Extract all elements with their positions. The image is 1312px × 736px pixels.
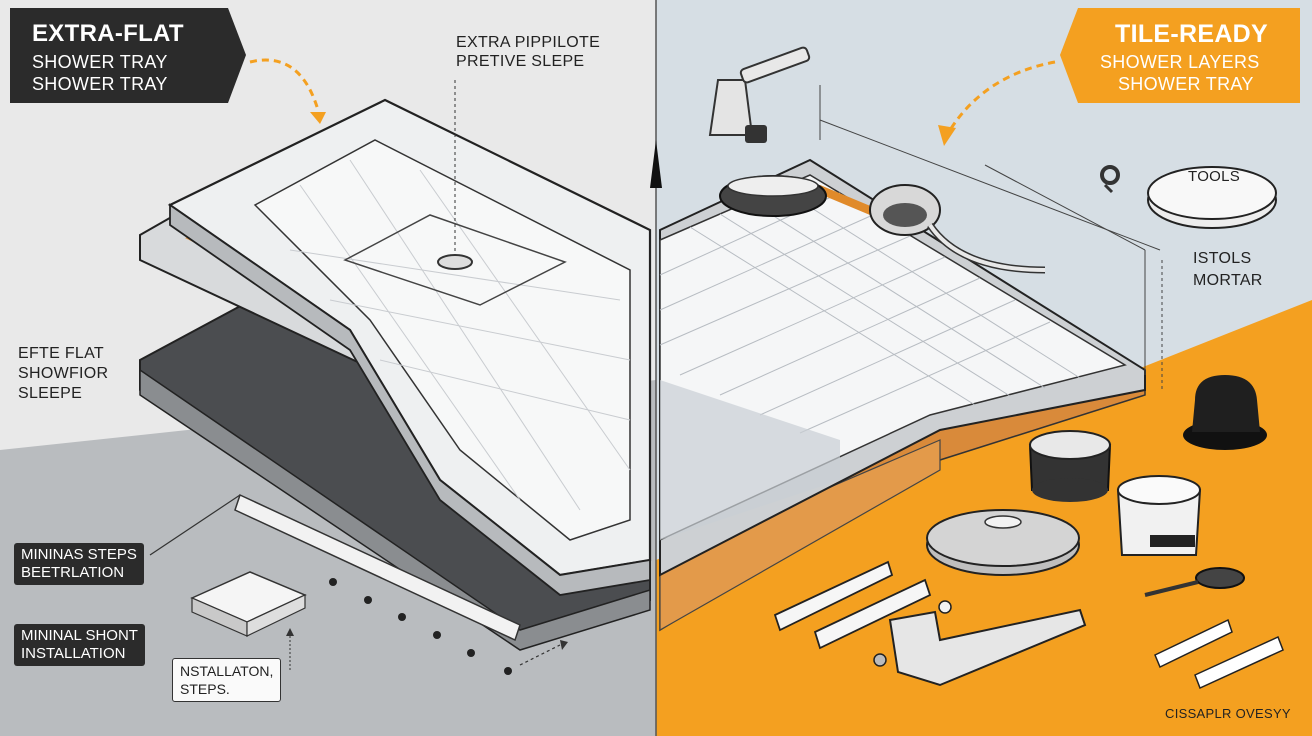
round-lid-icon [926, 509, 1080, 576]
right-curved-arrow-icon [948, 60, 1056, 131]
small-screw-icon [938, 600, 952, 614]
adhesive-tub-icon [1116, 475, 1202, 556]
left-title-line2: SHOWER TRAY [32, 52, 168, 72]
install-step-strip [149, 493, 568, 675]
hose-tool-icon [869, 184, 1046, 274]
extra-flat-tray [139, 80, 652, 651]
drain-zone [343, 214, 567, 306]
metal-bracket-icon [873, 608, 1087, 687]
left-side-label-line1: EFTE FLAT [18, 345, 104, 362]
install-tag-line1: MININAL SHONT [21, 627, 138, 644]
tools-mortar-label-line2: MORTAR [1193, 272, 1263, 289]
install-steps-tag-line1: NSTALLATON, [180, 663, 274, 679]
sponge-float-icon [719, 175, 827, 217]
right-title-line1: TILE-READY [1115, 20, 1268, 48]
bottom-right-label: CISSAPLR OVESYY [1165, 706, 1291, 721]
top-center-label-line2: PRETIVE SLEPE [456, 53, 585, 70]
steps-tag: MININAS STEPS BEETRLATION [14, 543, 144, 585]
mortar-bucket-icon [1028, 430, 1112, 502]
dotted-arrow-head [560, 640, 568, 650]
tile-grid [659, 187, 1081, 434]
tray-tile-grid [289, 159, 631, 511]
steps-tag-line1: MININAS STEPS [21, 546, 137, 563]
tools-disc [1147, 166, 1277, 229]
drain-icon [437, 254, 473, 270]
caulking-gun-icon [708, 46, 811, 143]
left-title-line3: SHOWER TRAY [32, 74, 168, 94]
curved-arrow-head [310, 112, 326, 124]
orange-edge-strip [815, 185, 880, 215]
install-tag-line2: INSTALLATION [21, 645, 126, 662]
right-title-line2: SHOWER LAYERS [1100, 52, 1260, 72]
step-marker-icons [329, 578, 512, 675]
black-trowel-icon [1183, 375, 1267, 450]
tools-disc-label: TOOLS [1188, 168, 1241, 185]
install-tag: MININAL SHONT INSTALLATION [14, 624, 145, 666]
left-side-label-line3: SLEEPE [18, 385, 83, 402]
tray-inner-basin [253, 139, 631, 541]
install-steps-tag-line2: STEPS. [180, 681, 230, 697]
wood-side [659, 439, 941, 632]
top-center-label-line1: EXTRA PIPPILOTE [456, 34, 601, 51]
wood-strips-icon [773, 560, 1284, 690]
right-arrow-head [938, 125, 956, 146]
left-side-label-line2: SHOWFIOR [18, 365, 109, 382]
left-title-line1: EXTRA-FLAT [32, 20, 184, 47]
up-arrow-icon [286, 628, 294, 636]
right-title-line3: SHOWER TRAY [1118, 74, 1254, 94]
divider-arrow-icon [650, 140, 662, 188]
left-title-badge-shape [10, 8, 246, 103]
tray-rim-front [169, 203, 651, 596]
tile-ready-tray [659, 158, 1146, 632]
tools-mortar-label-line1: ISTOLS [1193, 250, 1252, 267]
magnifier-icon [1144, 567, 1245, 597]
right-title-badge-shape [1060, 8, 1300, 103]
install-steps-tag: NSTALLATON, STEPS. [172, 658, 282, 702]
steps-tag-line2: BEETRLATION [21, 564, 125, 581]
glass-tile-zone [660, 380, 840, 540]
tray-base-edge [139, 368, 651, 651]
tool-hook-icon [1100, 165, 1120, 194]
guide-lines [819, 85, 1163, 390]
